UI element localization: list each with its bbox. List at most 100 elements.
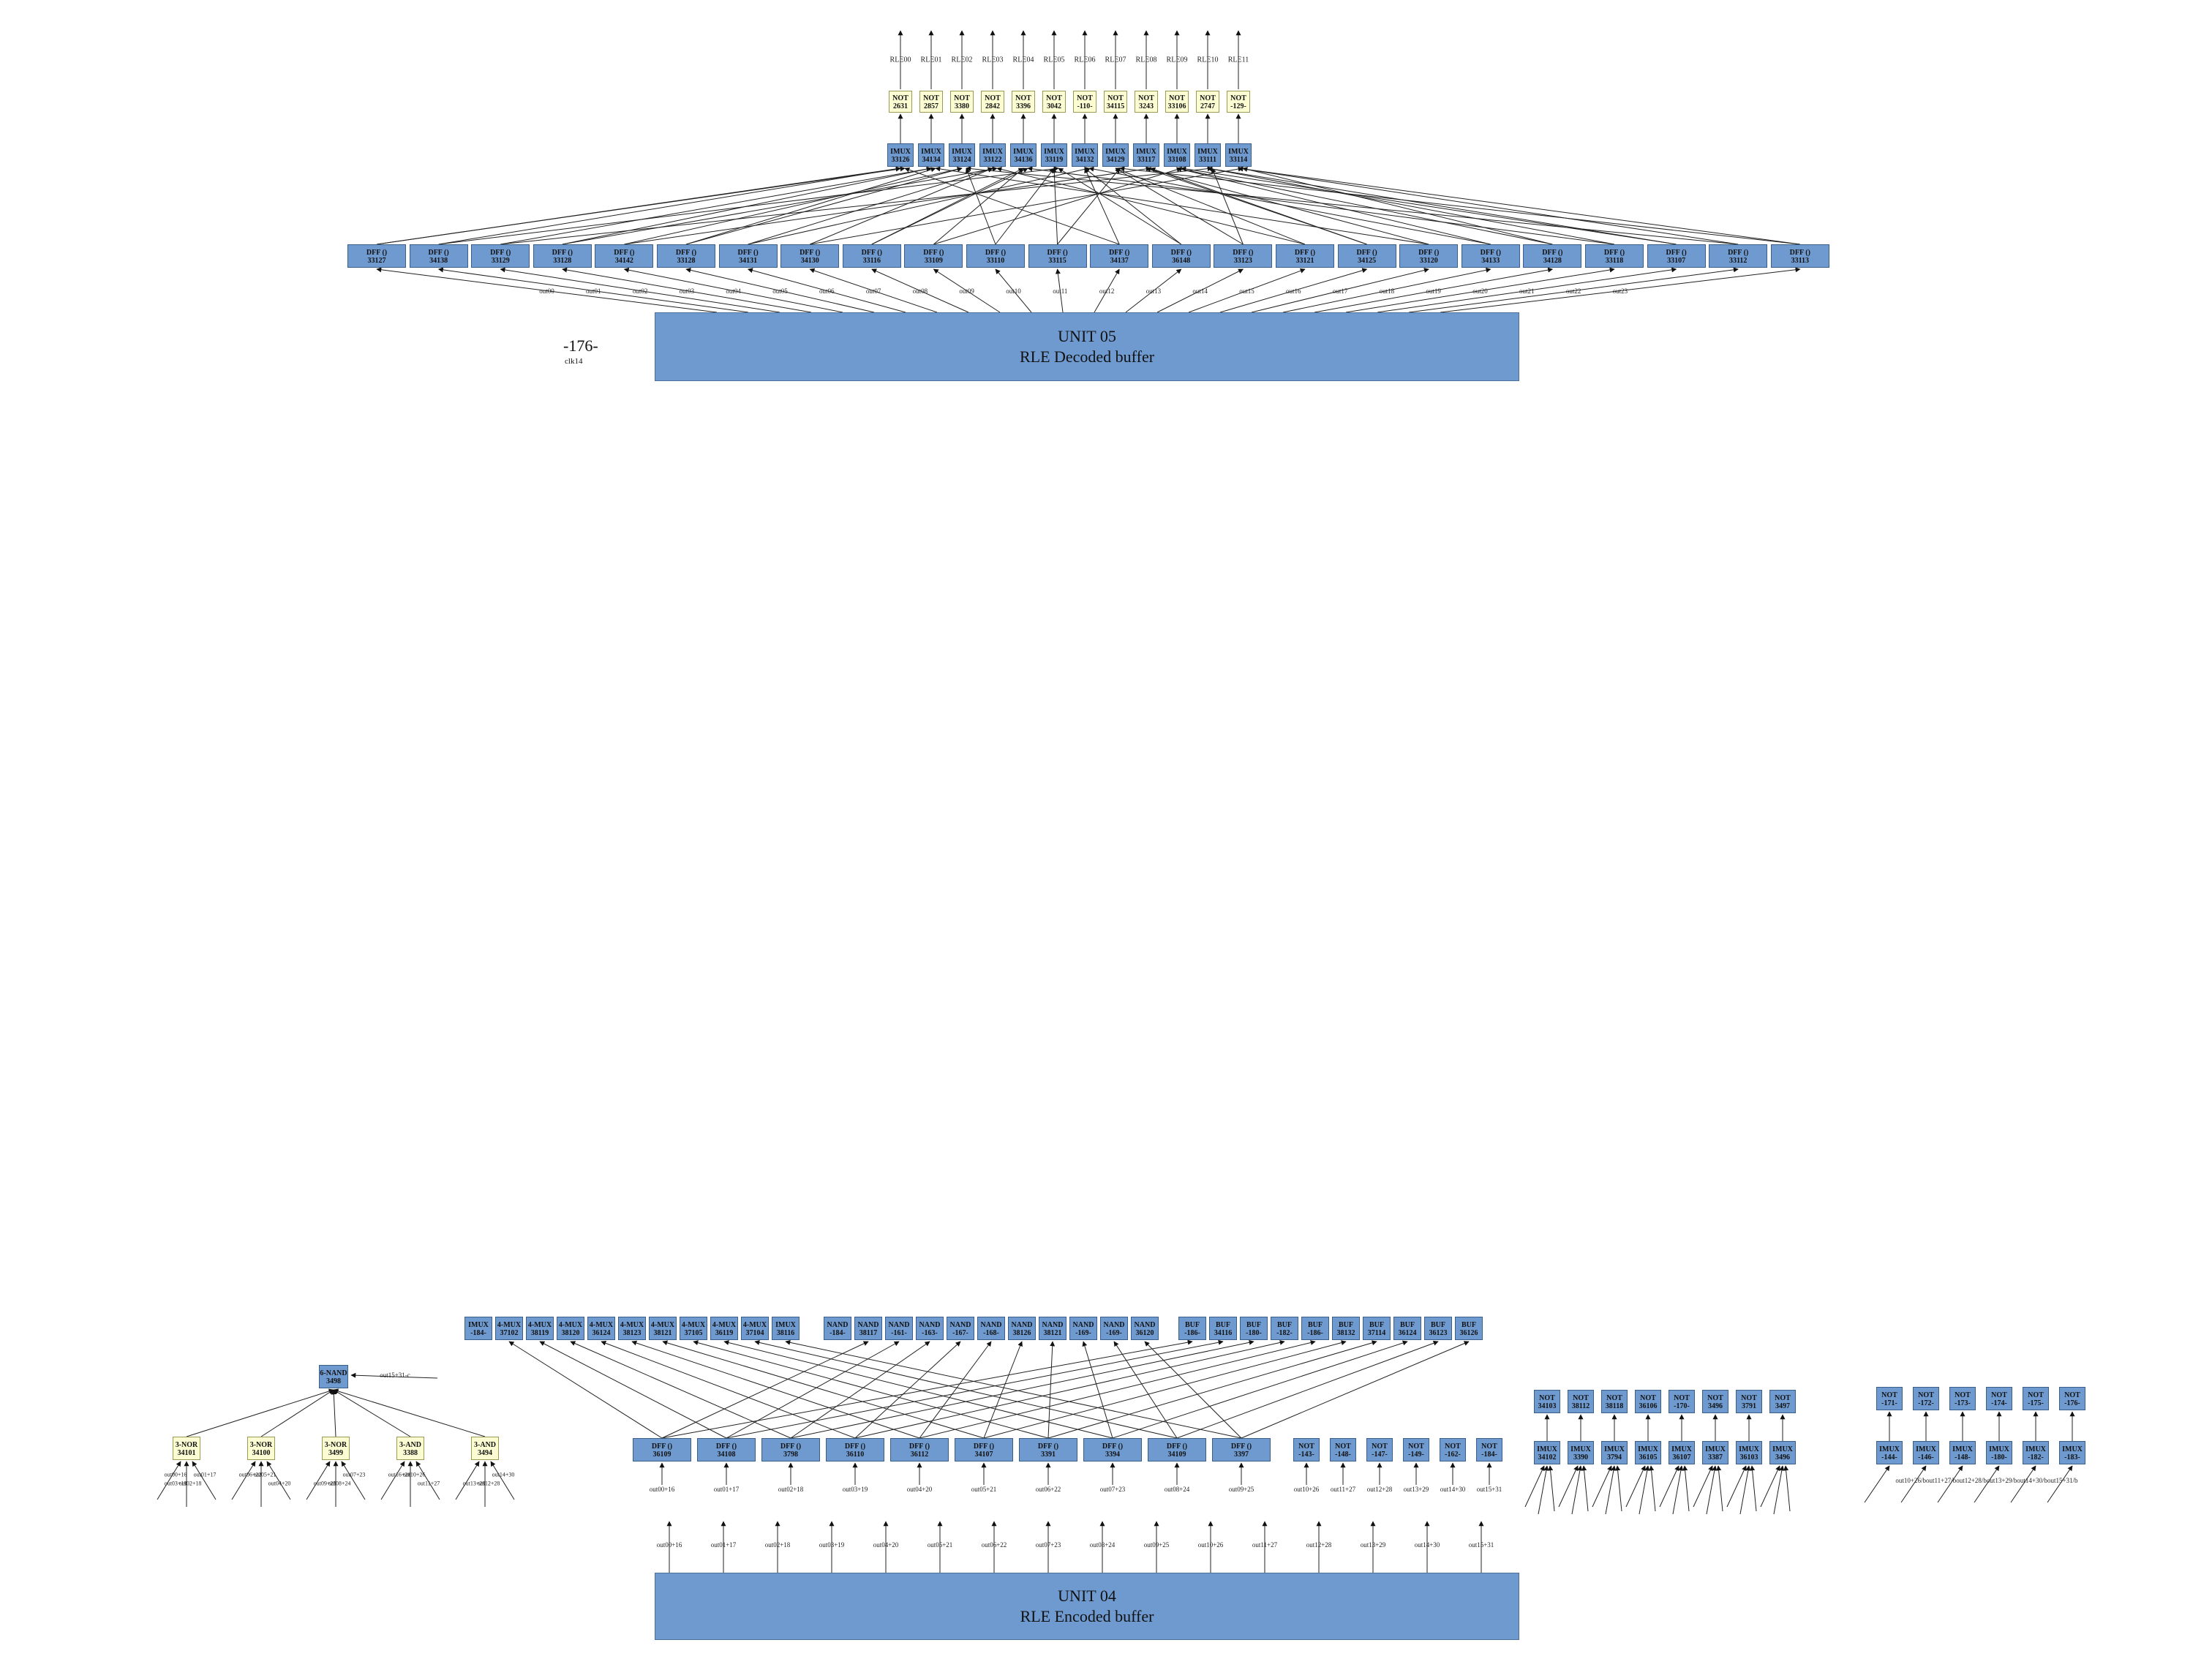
dff-node: DFF ()3391 bbox=[1019, 1438, 1077, 1462]
dff-input-label: out08+24 bbox=[1164, 1486, 1190, 1493]
wire bbox=[1047, 1341, 1056, 1439]
wire bbox=[933, 168, 1024, 245]
dff-node-line1: DFF () bbox=[1109, 249, 1130, 257]
dff-node-line1: DFF () bbox=[985, 249, 1007, 257]
imux-node-line2: -182- bbox=[2028, 1453, 2044, 1462]
wire bbox=[661, 1339, 1193, 1439]
top-row-node-line1: NAND bbox=[1134, 1321, 1156, 1329]
wire-label: out19 bbox=[1426, 287, 1441, 295]
dff-node-line2: 33128 bbox=[677, 257, 696, 265]
wire-label: out16 bbox=[1286, 287, 1301, 295]
wire bbox=[810, 166, 1244, 245]
wire bbox=[1773, 1465, 1785, 1515]
top-row-node: NAND-167- bbox=[947, 1317, 974, 1340]
imux-node: IMUX-144- bbox=[1876, 1441, 1903, 1464]
nand6-node-line2: 3498 bbox=[326, 1377, 341, 1385]
bus-label: out07+23 bbox=[1035, 1541, 1061, 1549]
bus-label: out09+25 bbox=[1143, 1541, 1170, 1549]
unit05-block: UNIT 05 RLE Decoded buffer bbox=[655, 312, 1519, 381]
not-gate-line1: NOT bbox=[1077, 94, 1093, 102]
wire bbox=[1615, 1465, 1622, 1512]
dff-node-line2: 36110 bbox=[846, 1451, 865, 1459]
not-gate-line2: 2857 bbox=[924, 102, 938, 110]
dff-node: DFF ()33123 bbox=[1214, 244, 1273, 268]
wire bbox=[935, 166, 1429, 245]
dff-input-label: out07+23 bbox=[1099, 1486, 1126, 1493]
top-row-node: NAND-161- bbox=[885, 1317, 913, 1340]
not-gate: NOT-162- bbox=[1440, 1438, 1466, 1462]
gate-input-label: out07+23 bbox=[342, 1471, 366, 1478]
imux-node-line2: 34129 bbox=[1106, 156, 1125, 164]
left-gate-line1: 3-AND bbox=[399, 1441, 421, 1449]
wire bbox=[966, 166, 1739, 245]
not-gate-line2: -148- bbox=[1335, 1451, 1351, 1459]
dff-node: DFF ()33116 bbox=[842, 244, 901, 268]
imux-node-line2: 33122 bbox=[983, 156, 1002, 164]
top-row-node-line1: 4-MUX bbox=[589, 1321, 614, 1329]
dff-node-line1: DFF () bbox=[1102, 1442, 1124, 1451]
wire bbox=[1027, 166, 1615, 245]
rle-output-label: RLE01 bbox=[920, 56, 942, 64]
wire-label: out15 bbox=[1239, 287, 1254, 295]
wire bbox=[747, 268, 906, 313]
dff-node: DFF ()33112 bbox=[1709, 244, 1768, 268]
not-gate-line1: NOT bbox=[1107, 94, 1124, 102]
imux-node-line1: IMUX bbox=[1537, 1445, 1557, 1453]
imux-node-line1: IMUX bbox=[952, 148, 972, 156]
clock-sub: clk14 bbox=[565, 357, 583, 366]
wire bbox=[1937, 1465, 1963, 1503]
not-gate: NOT-172- bbox=[1913, 1387, 1939, 1410]
dff-node-line2: 36109 bbox=[652, 1451, 672, 1459]
dff-input-label: out09+25 bbox=[1228, 1486, 1254, 1493]
bus-label: out13+29 bbox=[1360, 1541, 1386, 1549]
dff-node-line2: 33107 bbox=[1667, 257, 1686, 265]
wire bbox=[871, 268, 969, 313]
wire bbox=[933, 167, 1182, 245]
imux-node-line1: IMUX bbox=[2062, 1445, 2083, 1453]
top-row-node-line1: IMUX bbox=[468, 1321, 489, 1329]
top-row-node: NAND-168- bbox=[977, 1317, 1005, 1340]
gate-input-label: out08+24 bbox=[328, 1480, 351, 1487]
dff-node: DFF ()33113 bbox=[1770, 244, 1829, 268]
dff-node-line2: 34128 bbox=[1543, 257, 1562, 265]
wire bbox=[350, 1372, 438, 1379]
top-row-node-line1: 4-MUX bbox=[497, 1321, 522, 1329]
top-row-node-line1: NAND bbox=[827, 1321, 849, 1329]
wire bbox=[1538, 1465, 1549, 1515]
gate-input-label: out03+19 bbox=[164, 1480, 187, 1487]
top-row-node: BUF-186- bbox=[1301, 1317, 1329, 1340]
rle-output-label: RLE11 bbox=[1227, 56, 1249, 64]
wire bbox=[919, 1340, 1316, 1439]
dff-input-label: out06+22 bbox=[1035, 1486, 1061, 1493]
top-row-node-line1: IMUX bbox=[775, 1321, 796, 1329]
wire-label: out18 bbox=[1379, 287, 1395, 295]
top-row-node-line2: 38132 bbox=[1336, 1329, 1355, 1337]
dff-node-line1: DFF () bbox=[780, 1442, 802, 1451]
left-gate-line2: 3494 bbox=[478, 1449, 492, 1457]
wire bbox=[438, 166, 901, 245]
wire bbox=[685, 267, 875, 313]
not-gate-line1: NOT bbox=[1573, 1394, 1589, 1402]
wire bbox=[231, 1461, 256, 1500]
wire bbox=[500, 267, 780, 313]
wire bbox=[1524, 1465, 1545, 1508]
wire bbox=[455, 1461, 480, 1500]
dff-node: DFF ()33107 bbox=[1647, 244, 1706, 268]
wire bbox=[266, 1461, 291, 1500]
dff-input-label: out02+18 bbox=[778, 1486, 804, 1493]
wire bbox=[1408, 267, 1739, 313]
wire bbox=[1113, 1341, 1178, 1439]
dff-node-line1: DFF () bbox=[1037, 1442, 1059, 1451]
not-gate-line2: 38118 bbox=[1605, 1402, 1624, 1410]
top-row-node-line2: -163- bbox=[922, 1329, 938, 1337]
